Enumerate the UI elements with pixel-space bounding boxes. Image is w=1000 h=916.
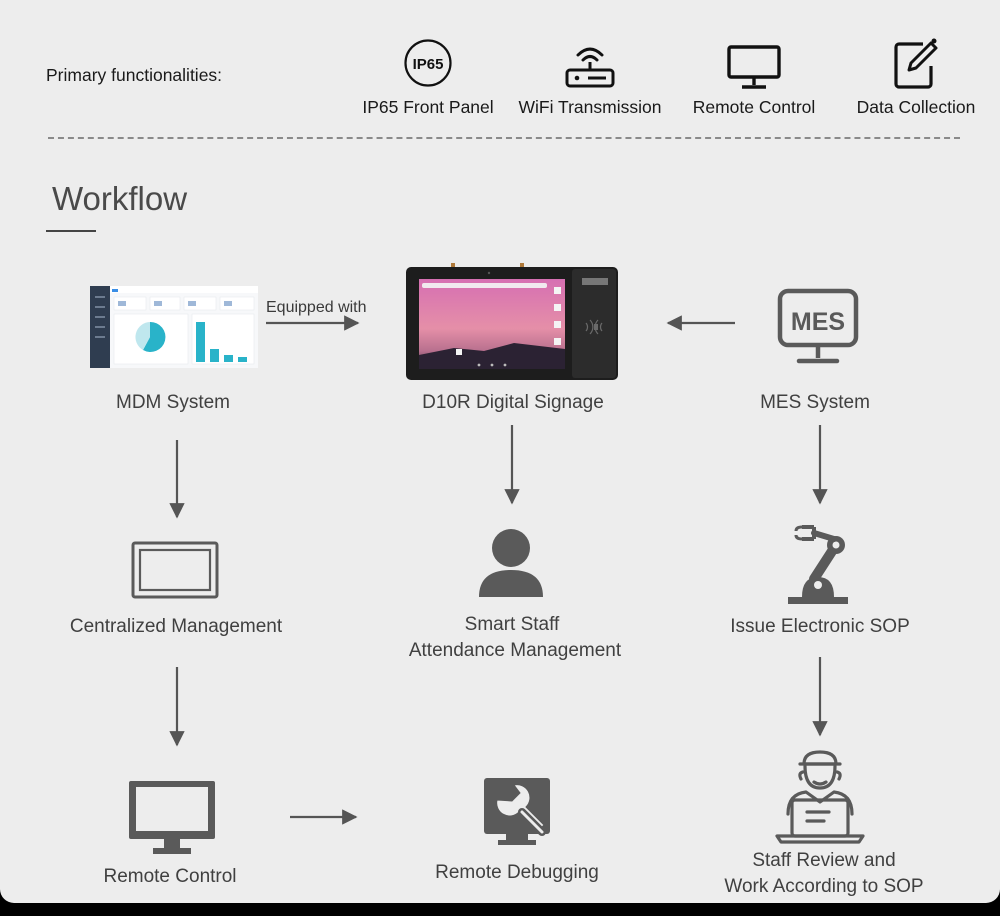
node-d10r-digital-signage: D10R Digital Signage bbox=[400, 392, 626, 414]
mes-monitor-icon: MES bbox=[777, 288, 859, 368]
node-smart-staff-line1: Smart Staff bbox=[412, 614, 612, 636]
remote-control-monitor-icon bbox=[127, 779, 217, 857]
d10r-device-image bbox=[404, 263, 620, 381]
node-remote-debugging: Remote Debugging bbox=[410, 862, 624, 884]
node-smart-staff-line2: Attendance Management bbox=[386, 640, 644, 662]
node-staff-review-line2: Work According to SOP bbox=[704, 876, 944, 898]
person-icon bbox=[478, 528, 544, 598]
node-mdm-system: MDM System bbox=[73, 392, 273, 414]
remote-debugging-icon bbox=[482, 776, 556, 850]
worker-laptop-icon bbox=[774, 748, 866, 844]
node-remote-control: Remote Control bbox=[70, 866, 270, 888]
edge-label-equipped-with: Equipped with bbox=[266, 299, 367, 317]
mes-icon-text: MES bbox=[791, 308, 845, 336]
node-staff-review-line1: Staff Review and bbox=[724, 850, 924, 872]
robot-arm-icon bbox=[784, 525, 856, 605]
tablet-icon bbox=[131, 541, 219, 599]
node-issue-electronic-sop: Issue Electronic SOP bbox=[705, 616, 935, 638]
mdm-dashboard-screenshot bbox=[90, 286, 258, 368]
node-mes-system: MES System bbox=[715, 392, 915, 414]
node-centralized-management: Centralized Management bbox=[45, 616, 307, 638]
